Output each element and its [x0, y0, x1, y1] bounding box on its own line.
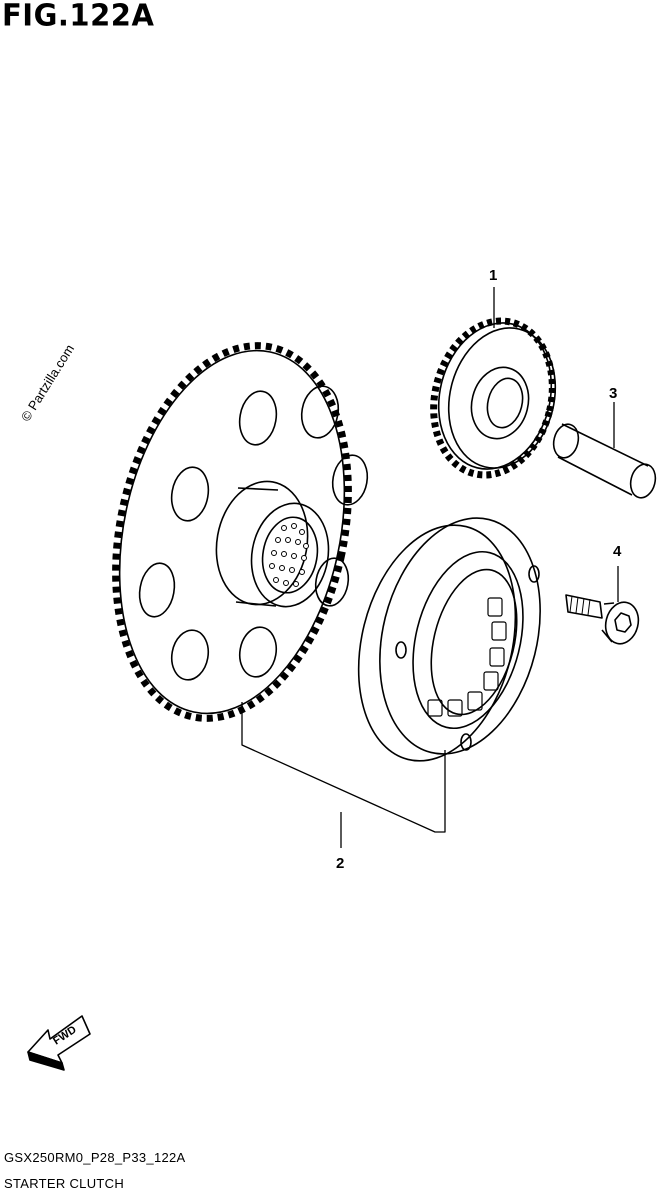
sprag-rollers	[427, 597, 507, 717]
driven-gear-holes	[138, 385, 369, 681]
bolt-thread	[565, 594, 603, 619]
idle-gear-shaft[interactable]	[550, 422, 659, 501]
starter-driven-gear[interactable]	[83, 324, 381, 740]
figure-title: FIG.122A	[2, 0, 155, 33]
callout-2: 2	[336, 855, 344, 872]
bolt-socket-hex	[614, 612, 632, 633]
clutch-outer-front	[379, 517, 541, 755]
callout-4: 4	[613, 543, 622, 560]
bolt-thread-lines	[569, 595, 591, 616]
socket-bolt[interactable]	[565, 594, 643, 647]
one-way-clutch[interactable]	[335, 501, 564, 778]
shaft-near-end	[552, 423, 580, 459]
driven-gear-hub	[215, 480, 330, 608]
clutch-outer-back	[357, 524, 517, 762]
clutch-bolt-holes	[395, 565, 540, 751]
clutch-inner-race	[430, 568, 518, 716]
idle-gear-bore	[486, 377, 524, 429]
starter-idle-gear[interactable]	[418, 308, 570, 487]
bolt-head	[604, 601, 640, 645]
idle-gear-boss	[470, 366, 530, 440]
clutch-inner-ring	[412, 550, 524, 730]
callout-1: 1	[489, 267, 497, 284]
leader-lines	[241, 287, 619, 848]
bolt-head-side	[601, 602, 615, 643]
idle-gear-back	[437, 322, 553, 470]
needle-bearing-dots	[269, 523, 309, 587]
diagram-code: GSX250RM0_P28_P33_122A	[4, 1150, 186, 1165]
idle-gear-front	[447, 327, 557, 469]
driven-gear-outline	[118, 349, 346, 715]
callout-3: 3	[609, 385, 617, 402]
shaft-far-end	[629, 463, 657, 499]
shaft-body	[557, 423, 649, 496]
driven-gear-teeth	[112, 342, 352, 722]
diagram-name: STARTER CLUTCH	[4, 1176, 125, 1191]
fwd-arrow-icon	[27, 1015, 91, 1071]
idle-gear-teeth	[430, 317, 556, 479]
